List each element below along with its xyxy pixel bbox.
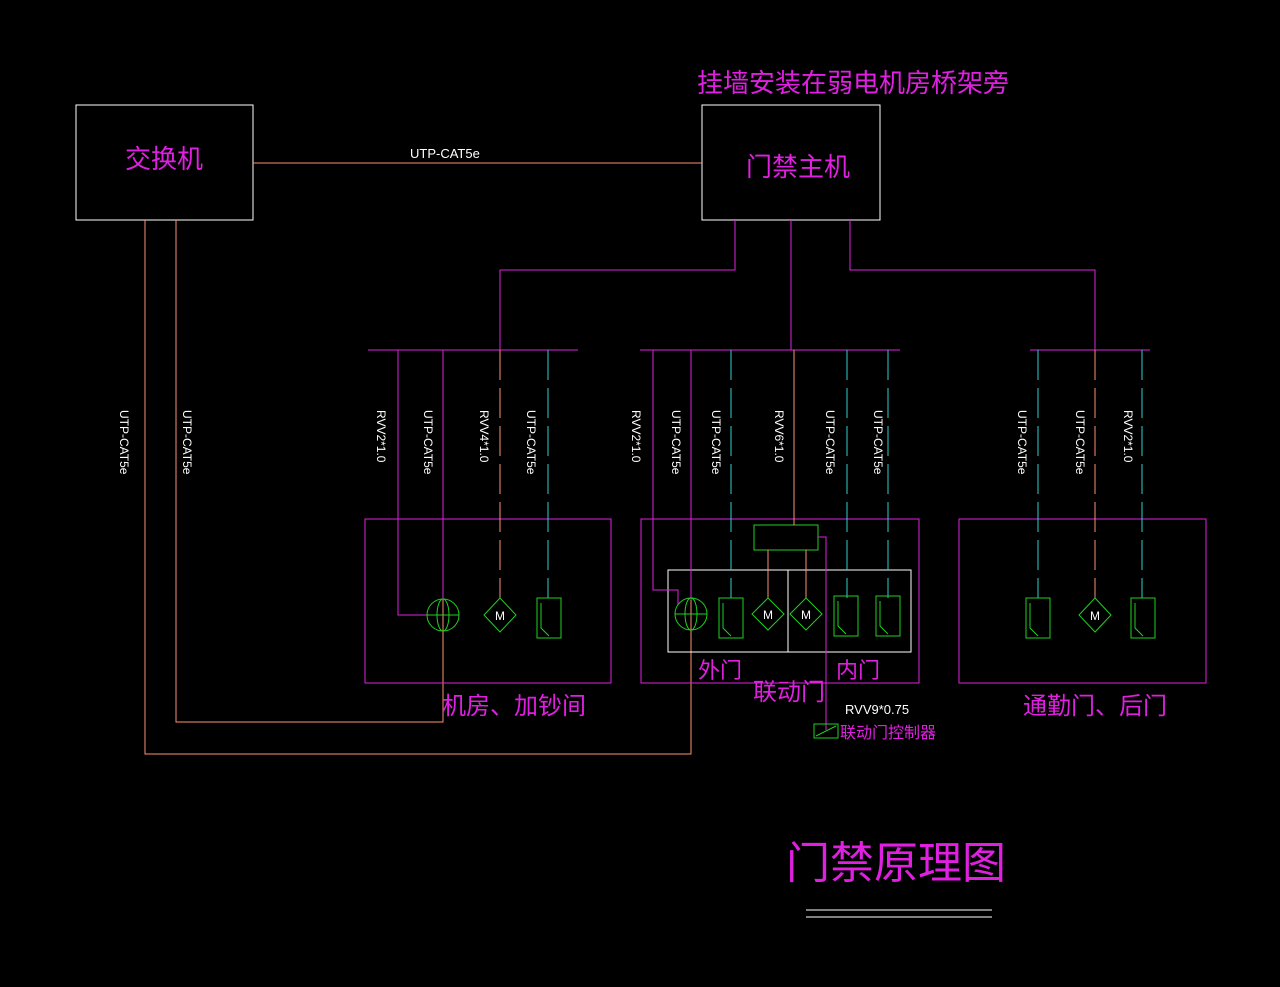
g1-cable-label-3: RVV4*1.0 <box>477 410 491 463</box>
door-button-icon <box>1130 597 1156 639</box>
g3-cable-label-3: RVV2*1.0 <box>1121 410 1135 463</box>
svg-text:M: M <box>763 608 773 622</box>
link-cable-label: UTP-CAT5e <box>410 146 480 161</box>
motor-lock-icon: M <box>751 597 785 631</box>
switch-cable-label-1: UTP-CAT5e <box>117 410 131 475</box>
controller-label: 联动门控制器 <box>840 723 936 742</box>
switch-cable-outer <box>144 220 692 755</box>
g2-cable-label-1: RVV2*1.0 <box>629 410 643 463</box>
g3-cable-label-1: UTP-CAT5e <box>1015 410 1029 475</box>
group1-name: 机房、加钞间 <box>442 692 586 720</box>
host-label: 门禁主机 <box>746 153 850 183</box>
g2-cable-label-3: UTP-CAT5e <box>709 410 723 475</box>
g2-cable-label-4: RVV6*1.0 <box>772 410 786 463</box>
diagram-title: 门禁原理图 <box>786 838 1006 889</box>
group3-name: 通勤门、后门 <box>1023 692 1167 720</box>
controller-icon <box>813 723 839 739</box>
g1-cable-label-2: UTP-CAT5e <box>421 410 435 475</box>
svg-text:M: M <box>495 609 505 623</box>
g2-cable-label-2: UTP-CAT5e <box>669 410 683 475</box>
ctrl-wire <box>818 536 827 730</box>
group1-box <box>364 518 612 684</box>
svg-text:M: M <box>1090 609 1100 623</box>
g2-cable-label-6: UTP-CAT5e <box>871 410 885 475</box>
g3-cable-label-2: UTP-CAT5e <box>1073 410 1087 475</box>
reader-icon <box>426 598 460 632</box>
trunk-right <box>849 220 1096 350</box>
switch-cable-label-2: UTP-CAT5e <box>180 410 194 475</box>
reader-icon <box>674 597 708 631</box>
inner-door-box <box>787 569 912 653</box>
door-button-icon <box>718 597 744 639</box>
motor-lock-icon: M <box>1078 597 1112 633</box>
g1-cable-label-1: RVV2*1.0 <box>374 410 388 463</box>
g2-cable-label-5: UTP-CAT5e <box>823 410 837 475</box>
group2-box <box>640 518 920 684</box>
ctrl-cable-label: RVV9*0.75 <box>845 702 909 717</box>
install-note: 挂墙安装在弱电机房桥架旁 <box>697 69 1009 99</box>
door-button-icon <box>833 595 859 637</box>
g1-wire-1 <box>397 350 428 616</box>
door-button-icon <box>536 597 562 639</box>
door-button-icon <box>1025 597 1051 639</box>
motor-lock-icon: M <box>483 597 517 633</box>
svg-text:M: M <box>801 608 811 622</box>
door-button-icon <box>875 595 901 637</box>
group2-name: 联动门 <box>753 678 825 706</box>
group3-box <box>958 518 1207 684</box>
motor-lock-icon: M <box>789 597 823 631</box>
switch-cable-inner <box>175 220 444 723</box>
g2-wire-1 <box>652 350 679 605</box>
trunk-left <box>499 220 736 350</box>
inner-door-label: 内门 <box>836 659 880 684</box>
switch-label: 交换机 <box>125 145 203 175</box>
outer-door-label: 外门 <box>698 659 742 684</box>
linkage-module <box>753 524 819 551</box>
g1-cable-label-4: UTP-CAT5e <box>524 410 538 475</box>
